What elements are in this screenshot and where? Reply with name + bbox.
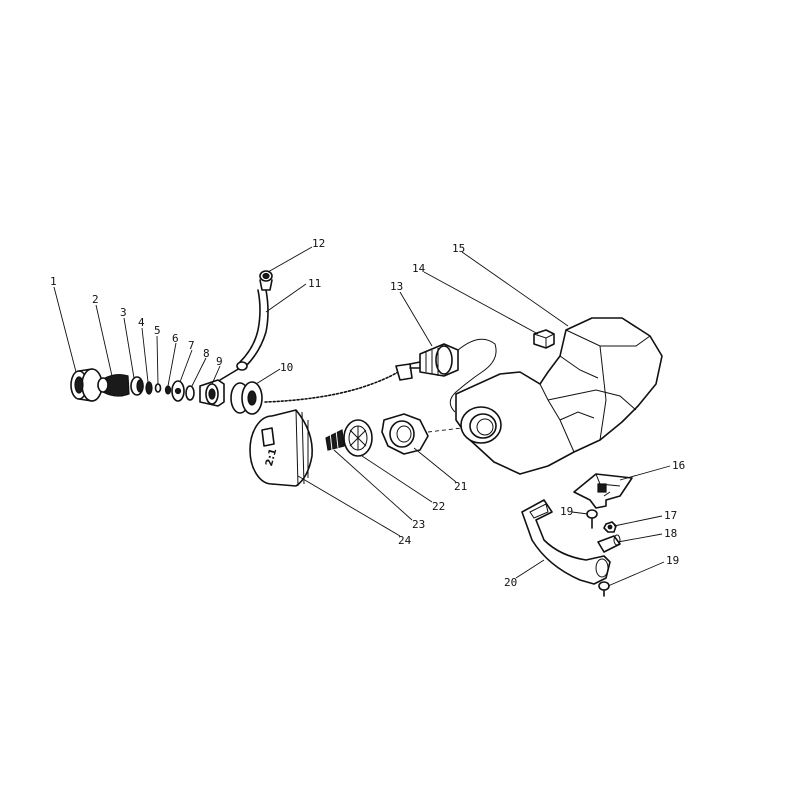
part-19-screw-lower — [598, 581, 610, 597]
cap-marking: 2:1 — [264, 447, 279, 467]
label-part-7: 7 — [188, 339, 195, 352]
label-part-22: 22 — [432, 500, 445, 513]
part-2-filter-element — [97, 373, 130, 397]
label-part-8: 8 — [203, 347, 210, 360]
label-part-17: 17 — [664, 509, 677, 522]
part-13-fuel-filter — [409, 338, 497, 413]
part-20-strap — [521, 499, 611, 585]
label-part-6: 6 — [172, 332, 179, 345]
label-part-16: 16 — [672, 459, 685, 472]
label-part-19-lower: 19 — [666, 554, 679, 567]
label-part-5: 5 — [154, 324, 161, 337]
part-15-fuel-tank — [455, 317, 663, 475]
part-9-vent-body — [199, 367, 241, 407]
label-part-9: 9 — [216, 355, 223, 368]
part-3-filter-cap — [130, 376, 144, 396]
label-part-11: 11 — [308, 277, 321, 290]
label-part-12: 12 — [312, 237, 325, 250]
label-part-14: 14 — [412, 262, 426, 275]
label-part-15: 15 — [452, 242, 465, 255]
part-16-bracket — [573, 473, 633, 509]
part-21-neck-adapter — [381, 413, 429, 455]
label-part-4: 4 — [138, 316, 145, 329]
fuel-hose — [264, 363, 413, 403]
label-part-1: 1 — [50, 275, 57, 288]
part-23-spring — [325, 429, 345, 451]
part-6-spring — [164, 385, 172, 395]
label-part-21: 21 — [454, 480, 467, 493]
part-24-fuel-cap: 2:1 — [249, 409, 313, 487]
part-10-grommet — [230, 381, 263, 415]
part-18-spacer — [597, 534, 621, 553]
label-part-2: 2 — [92, 293, 99, 306]
part-17-nut — [603, 521, 617, 533]
part-12-tube-cap — [259, 270, 273, 291]
part-11-vent-tube — [236, 289, 269, 371]
label-part-24: 24 — [398, 534, 412, 547]
label-part-3: 3 — [120, 306, 127, 319]
leader-lines — [53, 246, 671, 587]
label-part-19-upper: 19 — [560, 505, 573, 518]
callout-labels: 1 2 3 4 5 6 7 8 9 10 11 12 13 14 15 16 1… — [50, 237, 685, 589]
part-19-screw-upper — [586, 509, 598, 529]
label-part-10: 10 — [280, 361, 293, 374]
part-22-gasket — [343, 419, 373, 457]
label-part-18: 18 — [664, 527, 677, 540]
part-14-plug — [533, 329, 555, 349]
part-5-o-ring — [154, 383, 162, 393]
part-7-valve-disk — [171, 380, 185, 402]
label-part-13: 13 — [390, 280, 403, 293]
label-part-20: 20 — [504, 576, 517, 589]
part-8-ring — [185, 385, 195, 401]
label-part-23: 23 — [412, 518, 425, 531]
part-4-washer — [145, 381, 153, 395]
